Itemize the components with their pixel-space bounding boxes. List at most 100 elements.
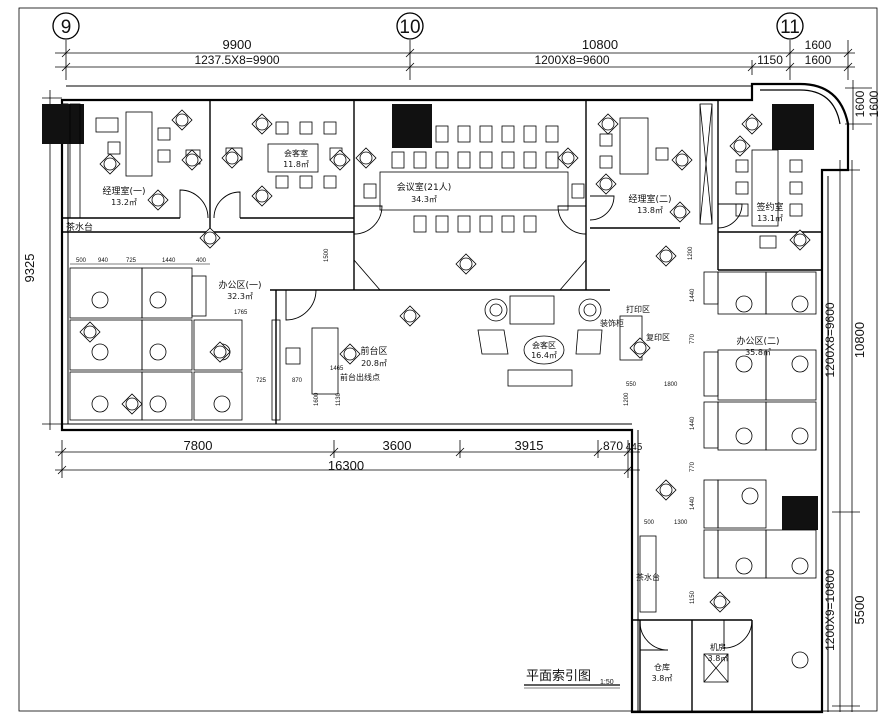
dim-9325: 9325 xyxy=(22,254,37,283)
dim-1600-top: 1600 xyxy=(805,38,832,52)
dim-10800: 10800 xyxy=(582,37,618,52)
label-conference-room: 会议室(21人) xyxy=(397,181,451,193)
sdim-500b: 500 xyxy=(644,520,655,526)
label-storage: 仓库 xyxy=(654,662,670,672)
small-dimensions: 500 940 725 1440 400 1500 1765 725 870 1… xyxy=(70,246,696,604)
title-text: 平面索引图 xyxy=(526,669,591,684)
index-callouts xyxy=(79,109,811,613)
doors xyxy=(179,189,753,651)
area-server-room: 3.8㎡ xyxy=(708,654,729,663)
manager-room-2-furniture xyxy=(599,117,669,175)
dim-1200x8-9600: 1200X8=9600 xyxy=(823,302,837,377)
dim-1200x9-10800: 1200X9=10800 xyxy=(823,569,837,651)
sdim-870: 870 xyxy=(292,378,303,384)
signing-room-furniture xyxy=(735,149,803,249)
axis-bubbles: 9 10 11 xyxy=(52,12,804,40)
sdim-1440c: 1440 xyxy=(690,416,696,430)
dim-1600-vert-b: 1600 xyxy=(867,90,880,117)
drawing-title: 平面索引图 1:50 xyxy=(524,669,620,689)
label-manager-room-2: 经理室(二) xyxy=(628,193,671,205)
sdim-770b: 770 xyxy=(690,461,696,472)
sdim-1200: 1200 xyxy=(688,246,694,260)
column-3 xyxy=(772,104,814,150)
sdim-770a: 770 xyxy=(690,333,696,344)
label-reception-room: 会客室 xyxy=(284,148,308,158)
label-server-room: 机房 xyxy=(710,642,726,652)
sdim-400: 400 xyxy=(196,258,207,264)
sdim-1440b: 1440 xyxy=(690,288,696,302)
area-reception-room: 11.8㎡ xyxy=(283,160,309,169)
front-desk-furniture xyxy=(285,327,339,395)
label-print-area: 打印区 xyxy=(626,304,650,314)
sdim-940: 940 xyxy=(98,258,109,264)
sdim-1200b: 1200 xyxy=(624,392,630,406)
column-1 xyxy=(42,104,84,144)
dim-1150: 1150 xyxy=(757,53,783,67)
area-lounge: 16.4㎡ xyxy=(531,351,557,360)
dim-9900: 9900 xyxy=(223,37,252,52)
manager-room-1-furniture xyxy=(95,111,201,177)
sdim-1765: 1765 xyxy=(234,310,248,316)
label-front-desk-outlet: 前台出线点 xyxy=(340,372,380,382)
title-scale: 1:50 xyxy=(600,679,614,686)
sdim-725b: 725 xyxy=(256,378,267,384)
sdim-1800: 1800 xyxy=(664,382,678,388)
label-decor-cabinet: 装饰柜 xyxy=(600,318,624,328)
sdim-1300: 1300 xyxy=(674,520,688,526)
label-office-area-1: 办公区(一) xyxy=(218,279,261,291)
top-curtain-wall xyxy=(66,85,752,101)
dim-5500: 5500 xyxy=(852,596,867,625)
sdim-725a: 725 xyxy=(126,258,137,264)
room-labels: 经理室(一) 13.2㎡ 会客室 11.8㎡ 会议室(21人) 34.3㎡ 经理… xyxy=(66,148,784,683)
column-2 xyxy=(392,104,432,148)
bottom-dimensions xyxy=(55,440,640,478)
top-dimensions xyxy=(55,40,855,80)
dim-870: 870 xyxy=(603,439,623,453)
sdim-1130: 1130 xyxy=(336,392,342,406)
lounge-furniture xyxy=(477,295,643,387)
label-lounge: 会客区 xyxy=(532,340,556,350)
axis-9-label: 9 xyxy=(61,17,72,38)
dim-1237-5x8: 1237.5X8=9900 xyxy=(194,53,279,67)
axis-11-label: 11 xyxy=(780,17,800,38)
area-front-desk: 20.8㎡ xyxy=(361,359,387,368)
label-office-area-2: 办公区(二) xyxy=(736,335,779,347)
office-area-2-furniture xyxy=(717,271,817,669)
dim-1600-vert-a: 1600 xyxy=(853,90,867,117)
area-office-area-2: 35.8㎡ xyxy=(745,348,771,357)
area-manager-room-2: 13.8㎡ xyxy=(637,206,663,215)
label-copy-area: 复印区 xyxy=(646,332,670,342)
dim-1600-sub: 1600 xyxy=(805,53,832,67)
drawing-frame xyxy=(18,7,878,712)
conference-room-furniture xyxy=(363,125,585,233)
sdim-1150: 1150 xyxy=(690,590,696,604)
outer-walls xyxy=(60,82,850,714)
axis-10-label: 10 xyxy=(399,17,420,38)
label-tea-station-1: 茶水台 xyxy=(66,221,93,233)
dim-3600: 3600 xyxy=(383,438,412,453)
sdim-550: 550 xyxy=(626,382,637,388)
sdim-500a: 500 xyxy=(76,258,87,264)
column-4 xyxy=(782,496,818,530)
sdim-1440a: 1440 xyxy=(162,258,176,264)
dim-445: 445 xyxy=(626,442,643,453)
area-office-area-1: 32.3㎡ xyxy=(227,292,253,301)
dim-7800: 7800 xyxy=(184,438,213,453)
dim-10800-right: 10800 xyxy=(852,322,867,358)
area-manager-room-1: 13.2㎡ xyxy=(111,198,137,207)
area-signing-room: 13.1㎡ xyxy=(757,214,783,223)
dim-1200x8: 1200X8=9600 xyxy=(534,53,609,67)
right-dimensions xyxy=(832,160,860,712)
area-storage: 3.8㎡ xyxy=(652,674,673,683)
label-manager-room-1: 经理室(一) xyxy=(102,185,145,197)
sdim-1440d: 1440 xyxy=(690,496,696,510)
dim-16300: 16300 xyxy=(328,458,364,473)
label-signing-room: 签约室 xyxy=(756,201,783,213)
office-area-1-furniture xyxy=(69,267,243,421)
dim-3915: 3915 xyxy=(515,438,544,453)
sdim-1500: 1500 xyxy=(324,248,330,262)
label-front-desk: 前台区 xyxy=(360,345,387,357)
sdim-1600: 1600 xyxy=(314,392,320,406)
label-tea-station-2: 茶水台 xyxy=(636,572,660,582)
